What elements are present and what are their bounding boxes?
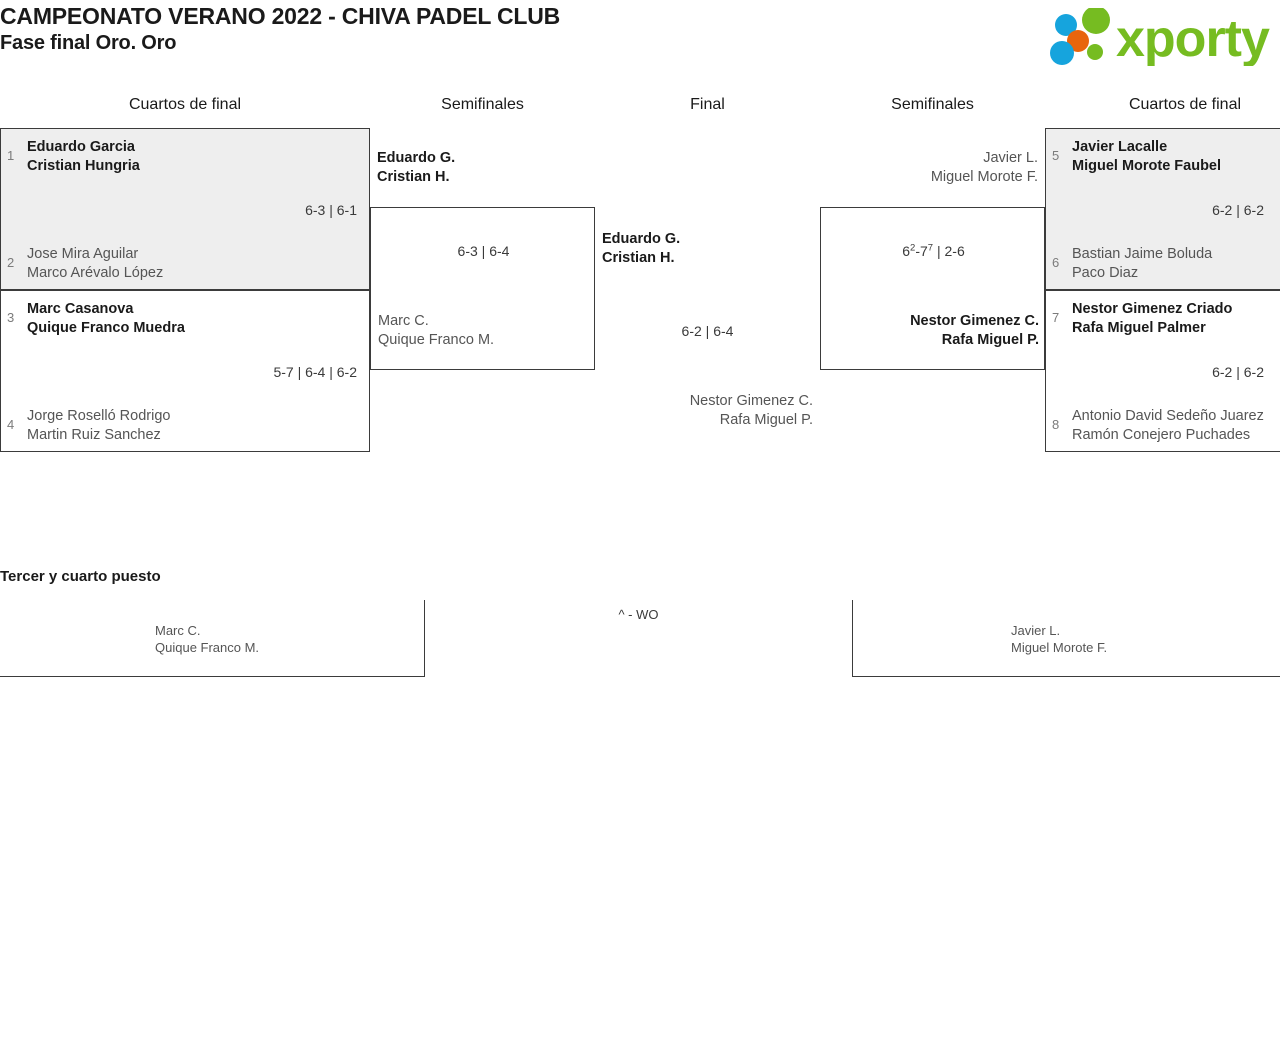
team-name: Marc C. — [378, 313, 429, 329]
page-title: CAMPEONATO VERANO 2022 - CHIVA PADEL CLU… — [0, 2, 560, 57]
team-name-third-left: Quique Franco M. — [155, 640, 260, 655]
team-name: Eduardo Garcia — [27, 139, 135, 155]
team-name-final-winner: Eduardo G. — [602, 231, 681, 247]
match-score: 6-2 | 6-2 — [1212, 202, 1264, 218]
team-name-sf1-winner: Cristian H. — [377, 169, 450, 185]
team-name: Quique Franco M. — [378, 332, 495, 348]
third-place-left-box[interactable] — [0, 600, 425, 677]
svg-text:xporty: xporty — [1116, 10, 1270, 66]
team-name-third-right: Miguel Morote F. — [1011, 640, 1108, 655]
third-place-title: Tercer y cuarto puesto — [0, 568, 161, 585]
seed-number: 2 — [7, 255, 15, 270]
team-name: Miguel Morote Faubel — [1072, 158, 1222, 174]
team-name: Marco Arévalo López — [27, 265, 164, 281]
match-score: 6-2 | 6-2 — [1212, 364, 1264, 380]
team-name: Rafa Miguel P. — [941, 332, 1039, 348]
match-score: 5-7 | 6-4 | 6-2 — [273, 364, 357, 380]
match-box-sf1[interactable]: 6-3 | 6-4 Marc C. Quique Franco M. — [370, 207, 595, 370]
team-name-sf2-loser: Miguel Morote F. — [930, 169, 1038, 185]
xporty-logo[interactable]: xporty — [1048, 8, 1276, 66]
round-header-sf-right: Semifinales — [891, 96, 974, 113]
team-name: Jose Mira Aguilar — [27, 246, 139, 262]
seed-number: 1 — [7, 148, 15, 163]
tournament-title: CAMPEONATO VERANO 2022 - CHIVA PADEL CLU… — [0, 3, 561, 29]
match-box-qf3[interactable]: 5 Javier Lacalle Miguel Morote Faubel 6-… — [1045, 128, 1280, 290]
seed-number: 5 — [1052, 148, 1060, 163]
seed-number: 3 — [7, 310, 15, 325]
seed-number: 6 — [1052, 255, 1060, 270]
seed-number: 4 — [7, 417, 15, 432]
team-name: Nestor Gimenez C. — [910, 313, 1039, 329]
team-name: Javier Lacalle — [1072, 139, 1168, 155]
seed-number: 7 — [1052, 310, 1060, 325]
score-games: 7 — [920, 243, 928, 259]
team-name-final-runnerup: Rafa Miguel P. — [719, 412, 813, 428]
match-box-qf2[interactable]: 3 Marc Casanova Quique Franco Muedra 5-7… — [0, 290, 370, 452]
third-place-score: ^ - WO — [618, 607, 659, 622]
match-score: 6-3 | 6-4 — [457, 243, 510, 259]
match-score: 62-77 | 2-6 — [902, 242, 965, 259]
team-name-third-right: Javier L. — [1011, 623, 1061, 638]
team-name-final-runnerup: Nestor Gimenez C. — [689, 393, 813, 409]
team-name-sf1-winner: Eduardo G. — [377, 150, 456, 166]
match-score-final: 6-2 | 6-4 — [681, 323, 734, 339]
team-name: Marc Casanova — [27, 301, 134, 317]
match-score: 6-3 | 6-1 — [305, 202, 357, 218]
phase-title: Fase final Oro. Oro — [0, 32, 177, 54]
score-games: 6 — [902, 243, 911, 259]
team-name: Paco Diaz — [1072, 265, 1139, 281]
score-tiebreak: 2 — [910, 242, 916, 254]
match-box-sf2[interactable]: 62-77 | 2-6 Nestor Gimenez C. Rafa Migue… — [820, 207, 1045, 370]
team-name: Ramón Conejero Puchades — [1072, 427, 1251, 443]
third-place-right-box[interactable] — [852, 600, 1280, 677]
round-header-qf-right: Cuartos de final — [1128, 96, 1242, 113]
team-name: Rafa Miguel Palmer — [1072, 320, 1206, 336]
team-name-sf2-loser: Javier L. — [983, 150, 1038, 166]
team-name-third-left: Marc C. — [155, 623, 201, 638]
team-name: Quique Franco Muedra — [27, 320, 185, 336]
team-name: Cristian Hungria — [27, 158, 140, 174]
team-name: Nestor Gimenez Criado — [1072, 301, 1233, 317]
match-box-qf4[interactable]: 7 Nestor Gimenez Criado Rafa Miguel Palm… — [1045, 290, 1280, 452]
team-name: Martin Ruiz Sanchez — [27, 427, 161, 443]
team-name: Jorge Roselló Rodrigo — [27, 408, 171, 424]
round-header-final: Final — [690, 96, 725, 113]
round-header-sf-left: Semifinales — [441, 96, 524, 113]
team-name: Antonio David Sedeño Juarez — [1072, 408, 1264, 424]
match-box-qf1[interactable]: 1 Eduardo Garcia Cristian Hungria 6-3 | … — [0, 128, 370, 290]
team-name-final-winner: Cristian H. — [602, 250, 675, 266]
round-header-qf-left: Cuartos de final — [128, 96, 242, 113]
score-set2: 2-6 — [944, 243, 965, 259]
seed-number: 8 — [1052, 417, 1060, 432]
team-name: Bastian Jaime Boluda — [1072, 246, 1213, 262]
score-tiebreak: 7 — [927, 242, 934, 254]
